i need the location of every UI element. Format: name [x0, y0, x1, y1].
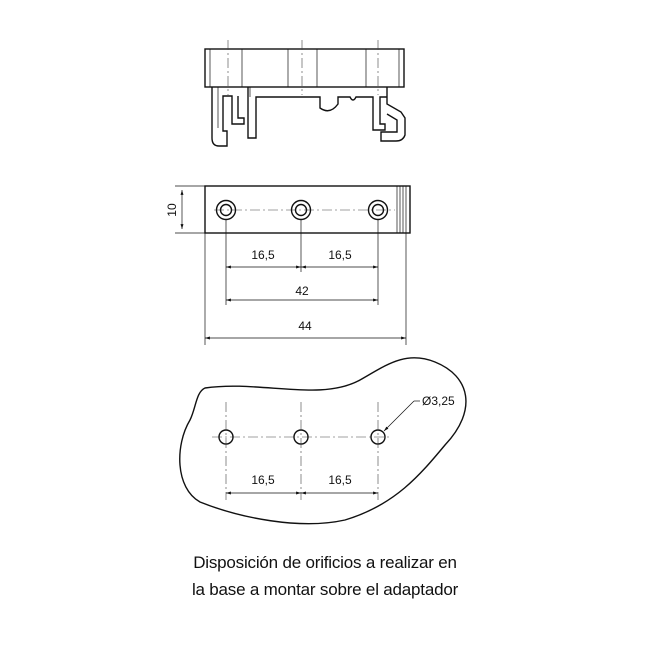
dim-pitch-top-right: 16,5: [328, 248, 352, 262]
adapter-top-view: 10 16,5 16,5 42 44: [165, 185, 411, 345]
dim-pitch-base-left: 16,5: [251, 473, 275, 487]
caption-line-1: Disposición de orificios a realizar en: [193, 553, 457, 572]
adapter-side-profile: [204, 40, 406, 147]
base-outline: [179, 357, 467, 525]
dim-hole-diameter: Ø3,25: [422, 394, 455, 408]
dim-overall-holes: 42: [295, 284, 309, 298]
dim-pitch-top-left: 16,5: [251, 248, 275, 262]
mounting-hole-1: [215, 199, 237, 221]
dim-pitch-base-right: 16,5: [328, 473, 352, 487]
base-drilling-pattern: 16,5 16,5 Ø3,25: [179, 357, 467, 525]
dim-height: 10: [165, 203, 179, 217]
dim-overall-length: 44: [298, 319, 312, 333]
mounting-hole-2: [290, 199, 312, 221]
caption-line-2: la base a montar sobre el adaptador: [191, 580, 459, 599]
mounting-hole-3: [367, 199, 389, 221]
